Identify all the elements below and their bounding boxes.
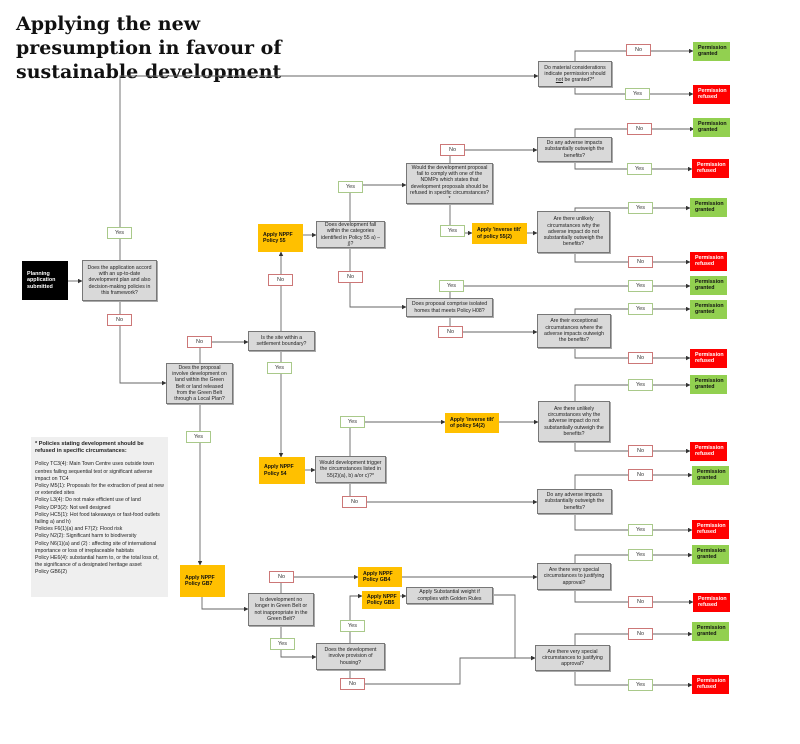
- question-accord-plan: Does the application accord with an up-t…: [82, 260, 157, 301]
- outcome-granted: Permission granted: [690, 375, 727, 394]
- outcome-granted: Permission granted: [690, 198, 727, 217]
- yes-label: Yes: [267, 362, 292, 374]
- question-material-considerations: Do material considerations indicate perm…: [538, 61, 612, 87]
- yes-label: Yes: [270, 638, 295, 650]
- question-housing-provision: Does the development involve provision o…: [316, 643, 385, 670]
- no-label: No: [438, 326, 463, 338]
- action-inverse-tilt-54: Apply 'inverse tilt' of policy 54(2): [445, 413, 499, 433]
- yes-label: Yes: [107, 227, 132, 239]
- no-label: No: [107, 314, 132, 326]
- question-unlikely-circumstances-2: Are there unlikely circumstances why the…: [538, 401, 610, 442]
- yes-label: Yes: [628, 379, 653, 391]
- yes-label: Yes: [627, 163, 652, 175]
- no-label: No: [338, 271, 363, 283]
- legend-item: Policy N2(2): Significant harm to biodiv…: [35, 533, 137, 540]
- yes-label: Yes: [439, 280, 464, 292]
- question-emphasis: not: [555, 77, 564, 84]
- action-inverse-tilt-55: Apply 'inverse tilt' of policy 55(2): [472, 223, 527, 244]
- yes-label: Yes: [628, 679, 653, 691]
- policies-legend: * Policies stating development should be…: [31, 437, 168, 597]
- action-apply-policy-gb4: Apply NPPF Policy GB4: [358, 567, 402, 587]
- question-exceptional-circumstances: Are their exceptional circumstances wher…: [537, 314, 611, 348]
- legend-heading: * Policies stating development should be…: [35, 441, 144, 455]
- outcome-refused: Permission refused: [690, 349, 727, 368]
- legend-item: Policy L3(4): Do not make efficient use …: [35, 497, 141, 504]
- no-label: No: [269, 571, 294, 583]
- question-text: Do material considerations indicate perm…: [544, 64, 606, 77]
- question-policy-54-trigger: Would development trigger the circumstan…: [315, 456, 386, 483]
- yes-label: Yes: [340, 620, 365, 632]
- action-apply-policy-55: Apply NPPF Policy 55: [258, 224, 303, 252]
- legend-item: Policy HC5(1): Hot food takeaways or fas…: [35, 511, 160, 526]
- no-label: No: [628, 352, 653, 364]
- outcome-refused: Permission refused: [693, 85, 730, 104]
- legend-item: Policy DP3(2): Not well designed: [35, 504, 111, 511]
- no-label: No: [268, 274, 293, 286]
- outcome-granted: Permission granted: [692, 622, 729, 641]
- outcome-granted: Permission granted: [693, 118, 730, 137]
- yes-label: Yes: [628, 549, 653, 561]
- no-label: No: [627, 123, 652, 135]
- outcome-granted: Permission granted: [690, 276, 727, 295]
- legend-item: Policy N6(1)(a) and (2) : affecting site…: [35, 540, 157, 554]
- action-apply-policy-gb5: Apply NPPF Policy GB5: [362, 591, 400, 609]
- legend-item: Policy HE6(4): substantial harm to, or t…: [35, 555, 159, 569]
- step-substantial-weight: Apply Substantial weight if complies wit…: [406, 587, 493, 604]
- outcome-refused: Permission refused: [690, 442, 727, 461]
- no-label: No: [628, 596, 653, 608]
- yes-label: Yes: [340, 416, 365, 428]
- question-green-belt-inappropriate: Is development no longer in Green Belt o…: [248, 593, 314, 626]
- legend-item: Policies F6(1)(a) and F7(2): Flood risk: [35, 526, 123, 533]
- legend-item: Policy M5(1): Proposals for the extracti…: [35, 483, 164, 497]
- outcome-refused: Permission refused: [692, 520, 729, 539]
- action-apply-policy-54: Apply NPPF Policy 54: [259, 457, 305, 484]
- no-label: No: [340, 678, 365, 690]
- question-policy-h08: Does proposal comprise isolated homes th…: [406, 298, 493, 317]
- no-label: No: [342, 496, 367, 508]
- question-unlikely-circumstances-1: Are there unlikely circumstances why the…: [537, 211, 610, 253]
- outcome-granted: Permission granted: [690, 300, 727, 319]
- no-label: No: [628, 445, 653, 457]
- question-policy-55-categories: Does development fall within the categor…: [316, 221, 385, 248]
- page-title: Applying the new presumption in favour o…: [16, 13, 282, 83]
- question-green-belt: Does the proposal involve development on…: [166, 363, 233, 404]
- yes-label: Yes: [625, 88, 650, 100]
- no-label: No: [626, 44, 651, 56]
- yes-label: Yes: [338, 181, 363, 193]
- yes-label: Yes: [440, 225, 465, 237]
- outcome-refused: Permission refused: [692, 159, 729, 178]
- question-settlement-boundary: Is the site within a settlement boundary…: [248, 331, 315, 351]
- outcome-granted: Permission granted: [692, 545, 729, 564]
- no-label: No: [628, 628, 653, 640]
- outcome-refused: Permission refused: [693, 593, 730, 612]
- start-node: Planning application submitted: [22, 261, 68, 300]
- question-very-special-circumstances-1: Are there very special circumstances to …: [537, 563, 611, 590]
- question-adverse-impacts-2: Do any adverse impacts substantially out…: [537, 489, 612, 514]
- yes-label: Yes: [628, 280, 653, 292]
- yes-label: Yes: [628, 202, 653, 214]
- question-text: be granted?*: [564, 77, 595, 84]
- outcome-refused: Permission refused: [692, 675, 729, 694]
- no-label: No: [440, 144, 465, 156]
- no-label: No: [628, 469, 653, 481]
- outcome-refused: Permission refused: [690, 252, 727, 271]
- legend-item: Policy TC3(4): Main Town Centre uses out…: [35, 461, 154, 482]
- legend-item: Policy GB6(2): [35, 569, 67, 576]
- no-label: No: [187, 336, 212, 348]
- yes-label: Yes: [628, 524, 653, 536]
- question-very-special-circumstances-2: Are there very special circumstances to …: [535, 645, 610, 671]
- action-apply-policy-gb7: Apply NPPF Policy GB7: [180, 565, 225, 597]
- outcome-granted: Permission granted: [693, 42, 730, 61]
- question-adverse-impacts-1: Do any adverse impacts substantially out…: [537, 137, 612, 162]
- yes-label: Yes: [186, 431, 211, 443]
- yes-label: Yes: [628, 303, 653, 315]
- question-ndmp: Would the development proposal fail to c…: [406, 163, 493, 204]
- outcome-granted: Permission granted: [692, 466, 729, 485]
- no-label: No: [628, 256, 653, 268]
